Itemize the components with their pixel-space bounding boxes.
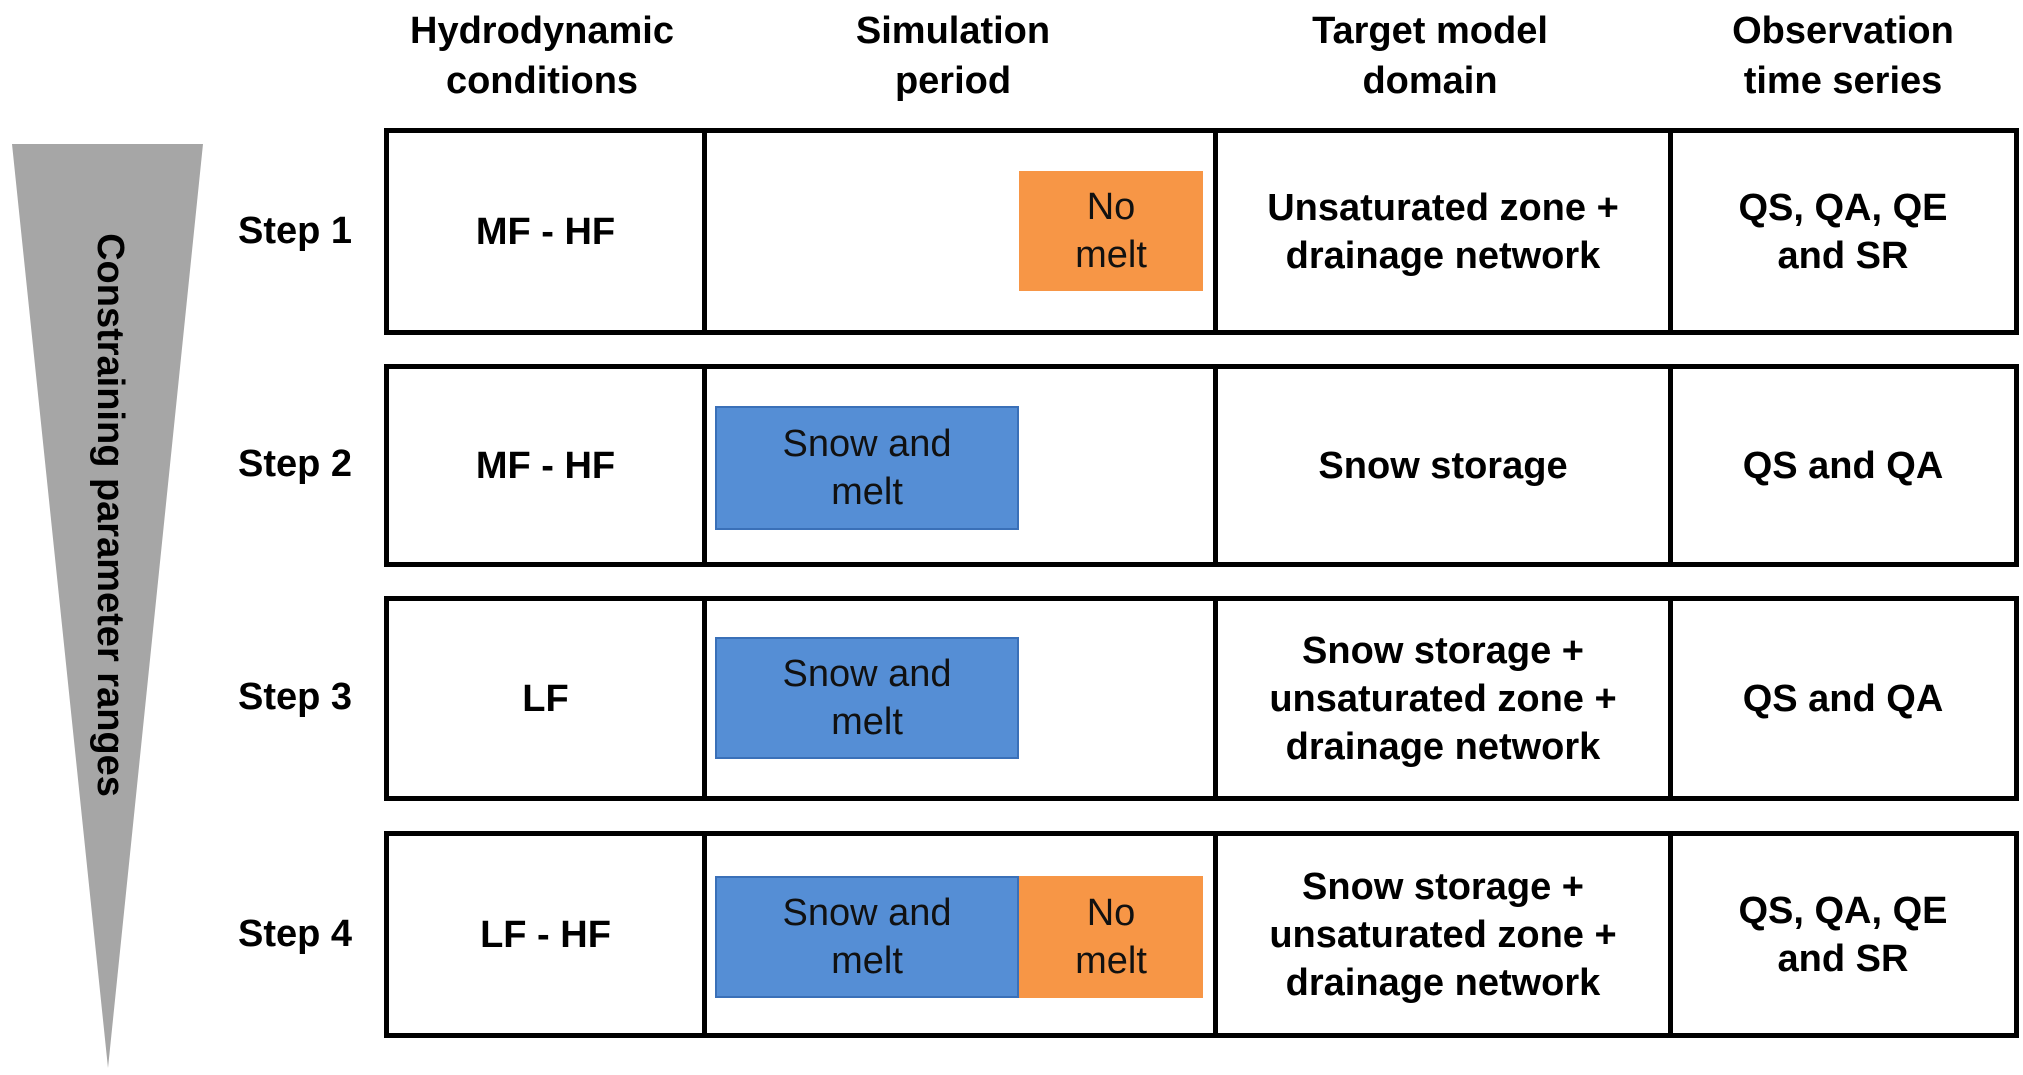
step-2-hydro: MF - HF — [475, 444, 616, 487]
triangle-shape — [12, 144, 203, 1068]
step-4-label: Step 4 — [237, 913, 353, 955]
step-1-hydro: MF - HF — [475, 210, 616, 253]
step-4-row: LF - HF Snow and melt No melt Snow stora… — [384, 831, 2019, 1038]
divider — [1213, 836, 1218, 1033]
header-hydrodynamic-conditions: Hydrodynamic conditions — [410, 10, 674, 102]
step-1-obs: QS, QA, QE and SR — [1738, 186, 1948, 277]
step-1-target: Unsaturated zone + drainage network — [1267, 186, 1619, 277]
step-1-label: Step 1 — [237, 210, 353, 252]
divider — [702, 601, 707, 796]
step-3-row: LF Snow and melt Snow storage + unsatura… — [384, 596, 2019, 801]
constraining-triangle — [12, 144, 203, 1068]
constraining-parameter-ranges-label: Constraining parameter ranges — [89, 233, 131, 797]
no-melt-bar: No melt — [1019, 876, 1203, 998]
header-simulation-period: Simulation period — [855, 10, 1051, 102]
step-1-row: MF - HF No melt Unsaturated zone + drain… — [384, 128, 2019, 335]
no-melt-bar: No melt — [1019, 171, 1203, 291]
divider — [1668, 836, 1673, 1033]
divider — [1668, 369, 1673, 562]
snow-and-melt-bar: Snow and melt — [715, 637, 1019, 759]
step-4-hydro: LF - HF — [480, 913, 611, 956]
header-observation-time-series: Observation time series — [1732, 10, 1954, 102]
divider — [702, 369, 707, 562]
step-2-label: Step 2 — [237, 443, 353, 485]
step-3-obs: QS and QA — [1742, 677, 1944, 720]
snow-and-melt-bar: Snow and melt — [715, 406, 1019, 530]
snow-and-melt-bar: Snow and melt — [715, 876, 1019, 998]
divider — [1213, 601, 1218, 796]
divider — [1668, 133, 1673, 330]
divider — [1668, 601, 1673, 796]
step-3-target: Snow storage + unsaturated zone + draina… — [1269, 629, 1617, 768]
step-3-hydro: LF — [522, 677, 569, 720]
step-2-row: MF - HF Snow and melt Snow storage QS an… — [384, 364, 2019, 567]
step-3-label: Step 3 — [237, 676, 353, 718]
step-4-obs: QS, QA, QE and SR — [1738, 889, 1948, 980]
step-2-target: Snow storage — [1318, 444, 1568, 487]
step-2-obs: QS and QA — [1742, 444, 1944, 487]
divider — [1213, 133, 1218, 330]
step-4-target: Snow storage + unsaturated zone + draina… — [1269, 865, 1617, 1004]
divider — [702, 836, 707, 1033]
divider — [702, 133, 707, 330]
divider — [1213, 369, 1218, 562]
header-target-model-domain: Target model domain — [1312, 10, 1548, 102]
